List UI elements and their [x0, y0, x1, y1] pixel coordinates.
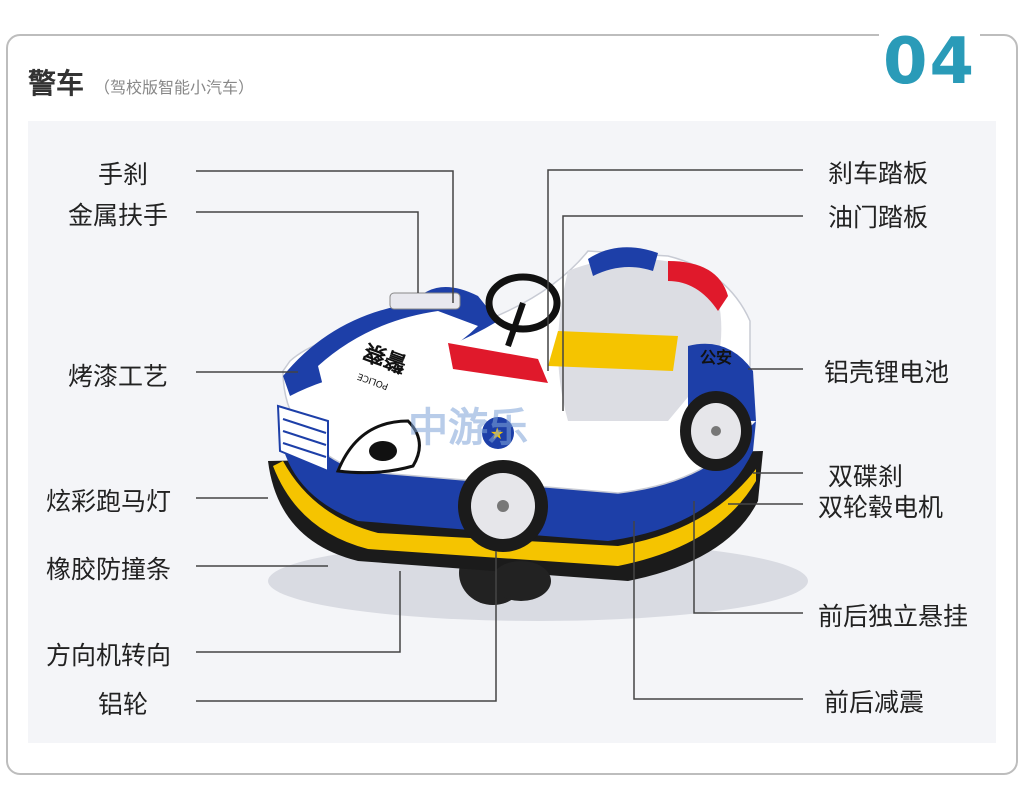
car-illustration: 警察 POLICE 公安 ★ — [196, 169, 808, 702]
rear-light — [668, 261, 728, 311]
callout-throttle — [562, 215, 803, 411]
svg-text:★: ★ — [490, 424, 504, 443]
label-metal-handrail: 金属扶手 — [67, 201, 168, 230]
car-diagram: 警察 POLICE 公安 ★ — [28, 121, 996, 743]
section-number-badge: 04 — [878, 30, 980, 94]
side-text: 公安 — [700, 348, 732, 367]
headlight-lens — [369, 441, 397, 461]
callout-wheel — [196, 551, 497, 702]
hood-panel — [318, 311, 478, 386]
callout-shock — [633, 521, 803, 700]
callout-handrail — [196, 211, 419, 293]
label-handbrake: 手刹 — [97, 160, 148, 189]
label-led-lights: 炫彩跑马灯 — [46, 487, 172, 516]
steering-column — [505, 302, 526, 347]
metal-handrail — [389, 292, 461, 310]
header: 警车 （驾校版智能小汽车） — [28, 62, 254, 102]
police-badge — [482, 417, 514, 449]
callout-lines — [196, 169, 803, 702]
label-throttle-pedal: 油门踏板 — [828, 203, 929, 232]
rear-blue-trim — [588, 247, 658, 276]
page-title: 警车 — [28, 67, 85, 100]
label-paint-process: 烤漆工艺 — [67, 362, 168, 391]
callout-suspension — [693, 501, 803, 614]
seat-yellow-stripe — [548, 331, 678, 371]
page-subtitle: （驾校版智能小汽车） — [94, 78, 255, 97]
label-disc-brake: 双碟刹 — [828, 462, 904, 491]
red-stripe-front — [448, 343, 548, 383]
label-steering: 方向机转向 — [46, 641, 172, 670]
label-brake-pedal: 刹车踏板 — [828, 159, 929, 188]
watermark: 中游乐 — [408, 405, 528, 451]
label-rubber-bumper: 橡胶防撞条 — [46, 555, 172, 584]
callout-steering — [196, 571, 401, 653]
steering-wheel — [485, 273, 561, 333]
label-shock-absorber: 前后减震 — [824, 688, 925, 717]
label-suspension: 前后独立悬挂 — [818, 602, 969, 631]
callout-brake-pedal — [547, 169, 803, 371]
bottom-wheel — [491, 561, 551, 601]
yellow-stripe — [273, 461, 756, 566]
callout-handbrake — [196, 170, 454, 303]
label-hub-motor: 双轮毂电机 — [818, 493, 944, 522]
label-lithium-battery: 铝壳锂电池 — [824, 358, 950, 387]
label-aluminum-wheel: 铝轮 — [97, 690, 148, 719]
